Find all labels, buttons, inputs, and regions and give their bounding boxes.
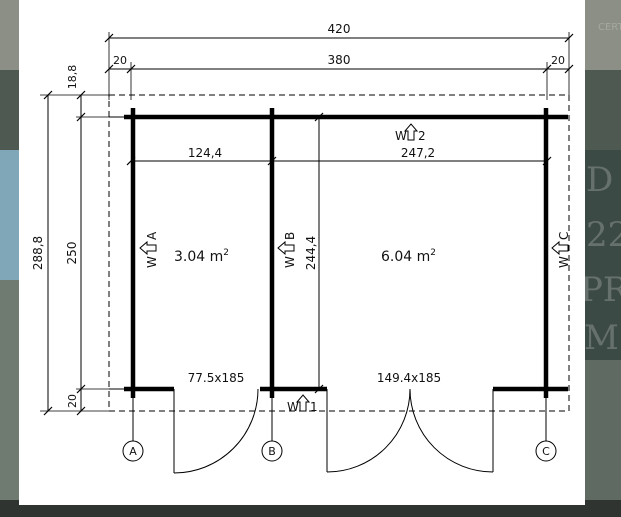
axis-a-label: A bbox=[129, 445, 137, 458]
outer-dashed-boundary bbox=[108, 94, 570, 412]
axis-c-bubble bbox=[535, 440, 557, 462]
double-door-swing-right bbox=[409, 388, 494, 473]
small-door-size: 77.5x185 bbox=[188, 371, 245, 385]
wall-c-arrow-icon bbox=[551, 240, 569, 256]
small-door-swing bbox=[173, 388, 259, 474]
dim-inner-width: 380 bbox=[328, 53, 351, 67]
dim-total-height: 288,8 bbox=[31, 236, 45, 270]
wall-a-label: W bbox=[145, 256, 159, 268]
wall-a-arrow-icon bbox=[139, 240, 157, 256]
wall-1-arrow-icon bbox=[295, 394, 311, 412]
wall-1-label: W bbox=[287, 400, 299, 414]
dimension-lines bbox=[40, 32, 574, 416]
room-a-area: 3.04 m2 bbox=[174, 248, 229, 265]
dim-room-b-width: 247,2 bbox=[401, 146, 435, 160]
wall-a-letter: A bbox=[145, 231, 159, 240]
dim-bottom-offset: 20 bbox=[66, 394, 79, 408]
dim-inner-height: 250 bbox=[65, 242, 79, 265]
grid-axes bbox=[122, 398, 557, 462]
axis-a-bubble bbox=[122, 440, 144, 462]
double-door-size: 149.4x185 bbox=[377, 371, 441, 385]
wall-b-arrow-icon bbox=[277, 240, 295, 256]
axis-c-label: C bbox=[542, 445, 550, 458]
wall-2-number: 2 bbox=[418, 129, 426, 143]
axis-b-label: B bbox=[268, 445, 276, 458]
bg-fragment-1: D bbox=[586, 160, 614, 200]
wall-2-arrow-icon bbox=[403, 123, 419, 141]
dim-total-width: 420 bbox=[328, 22, 351, 36]
double-door-swing-left bbox=[326, 388, 411, 473]
doors bbox=[173, 388, 494, 474]
dim-top-offset: 18,8 bbox=[66, 65, 79, 90]
room-b-area: 6.04 m2 bbox=[381, 248, 436, 265]
dim-partition-length: 244,4 bbox=[304, 236, 318, 270]
wall-markers bbox=[139, 123, 569, 412]
bg-fragment-top: CERT bbox=[598, 22, 621, 33]
wall-b-label: W bbox=[283, 256, 297, 268]
wall-b-letter: B bbox=[283, 232, 297, 240]
plan-sheet bbox=[19, 0, 585, 505]
wall-2-label: W bbox=[395, 129, 407, 143]
bg-fragment-2: 22 bbox=[586, 215, 621, 255]
dim-left-offset: 20 bbox=[113, 54, 127, 67]
dim-room-a-width: 124,4 bbox=[188, 146, 222, 160]
wall-c-label: W bbox=[557, 256, 571, 268]
bg-fragment-3: PR bbox=[580, 270, 621, 310]
wall-1-number: 1 bbox=[310, 400, 318, 414]
dim-right-offset: 20 bbox=[551, 54, 565, 67]
bg-fragment-4: M bbox=[584, 318, 619, 358]
wall-c-letter: C bbox=[557, 232, 571, 240]
axis-b-bubble bbox=[261, 440, 283, 462]
walls bbox=[109, 108, 568, 398]
